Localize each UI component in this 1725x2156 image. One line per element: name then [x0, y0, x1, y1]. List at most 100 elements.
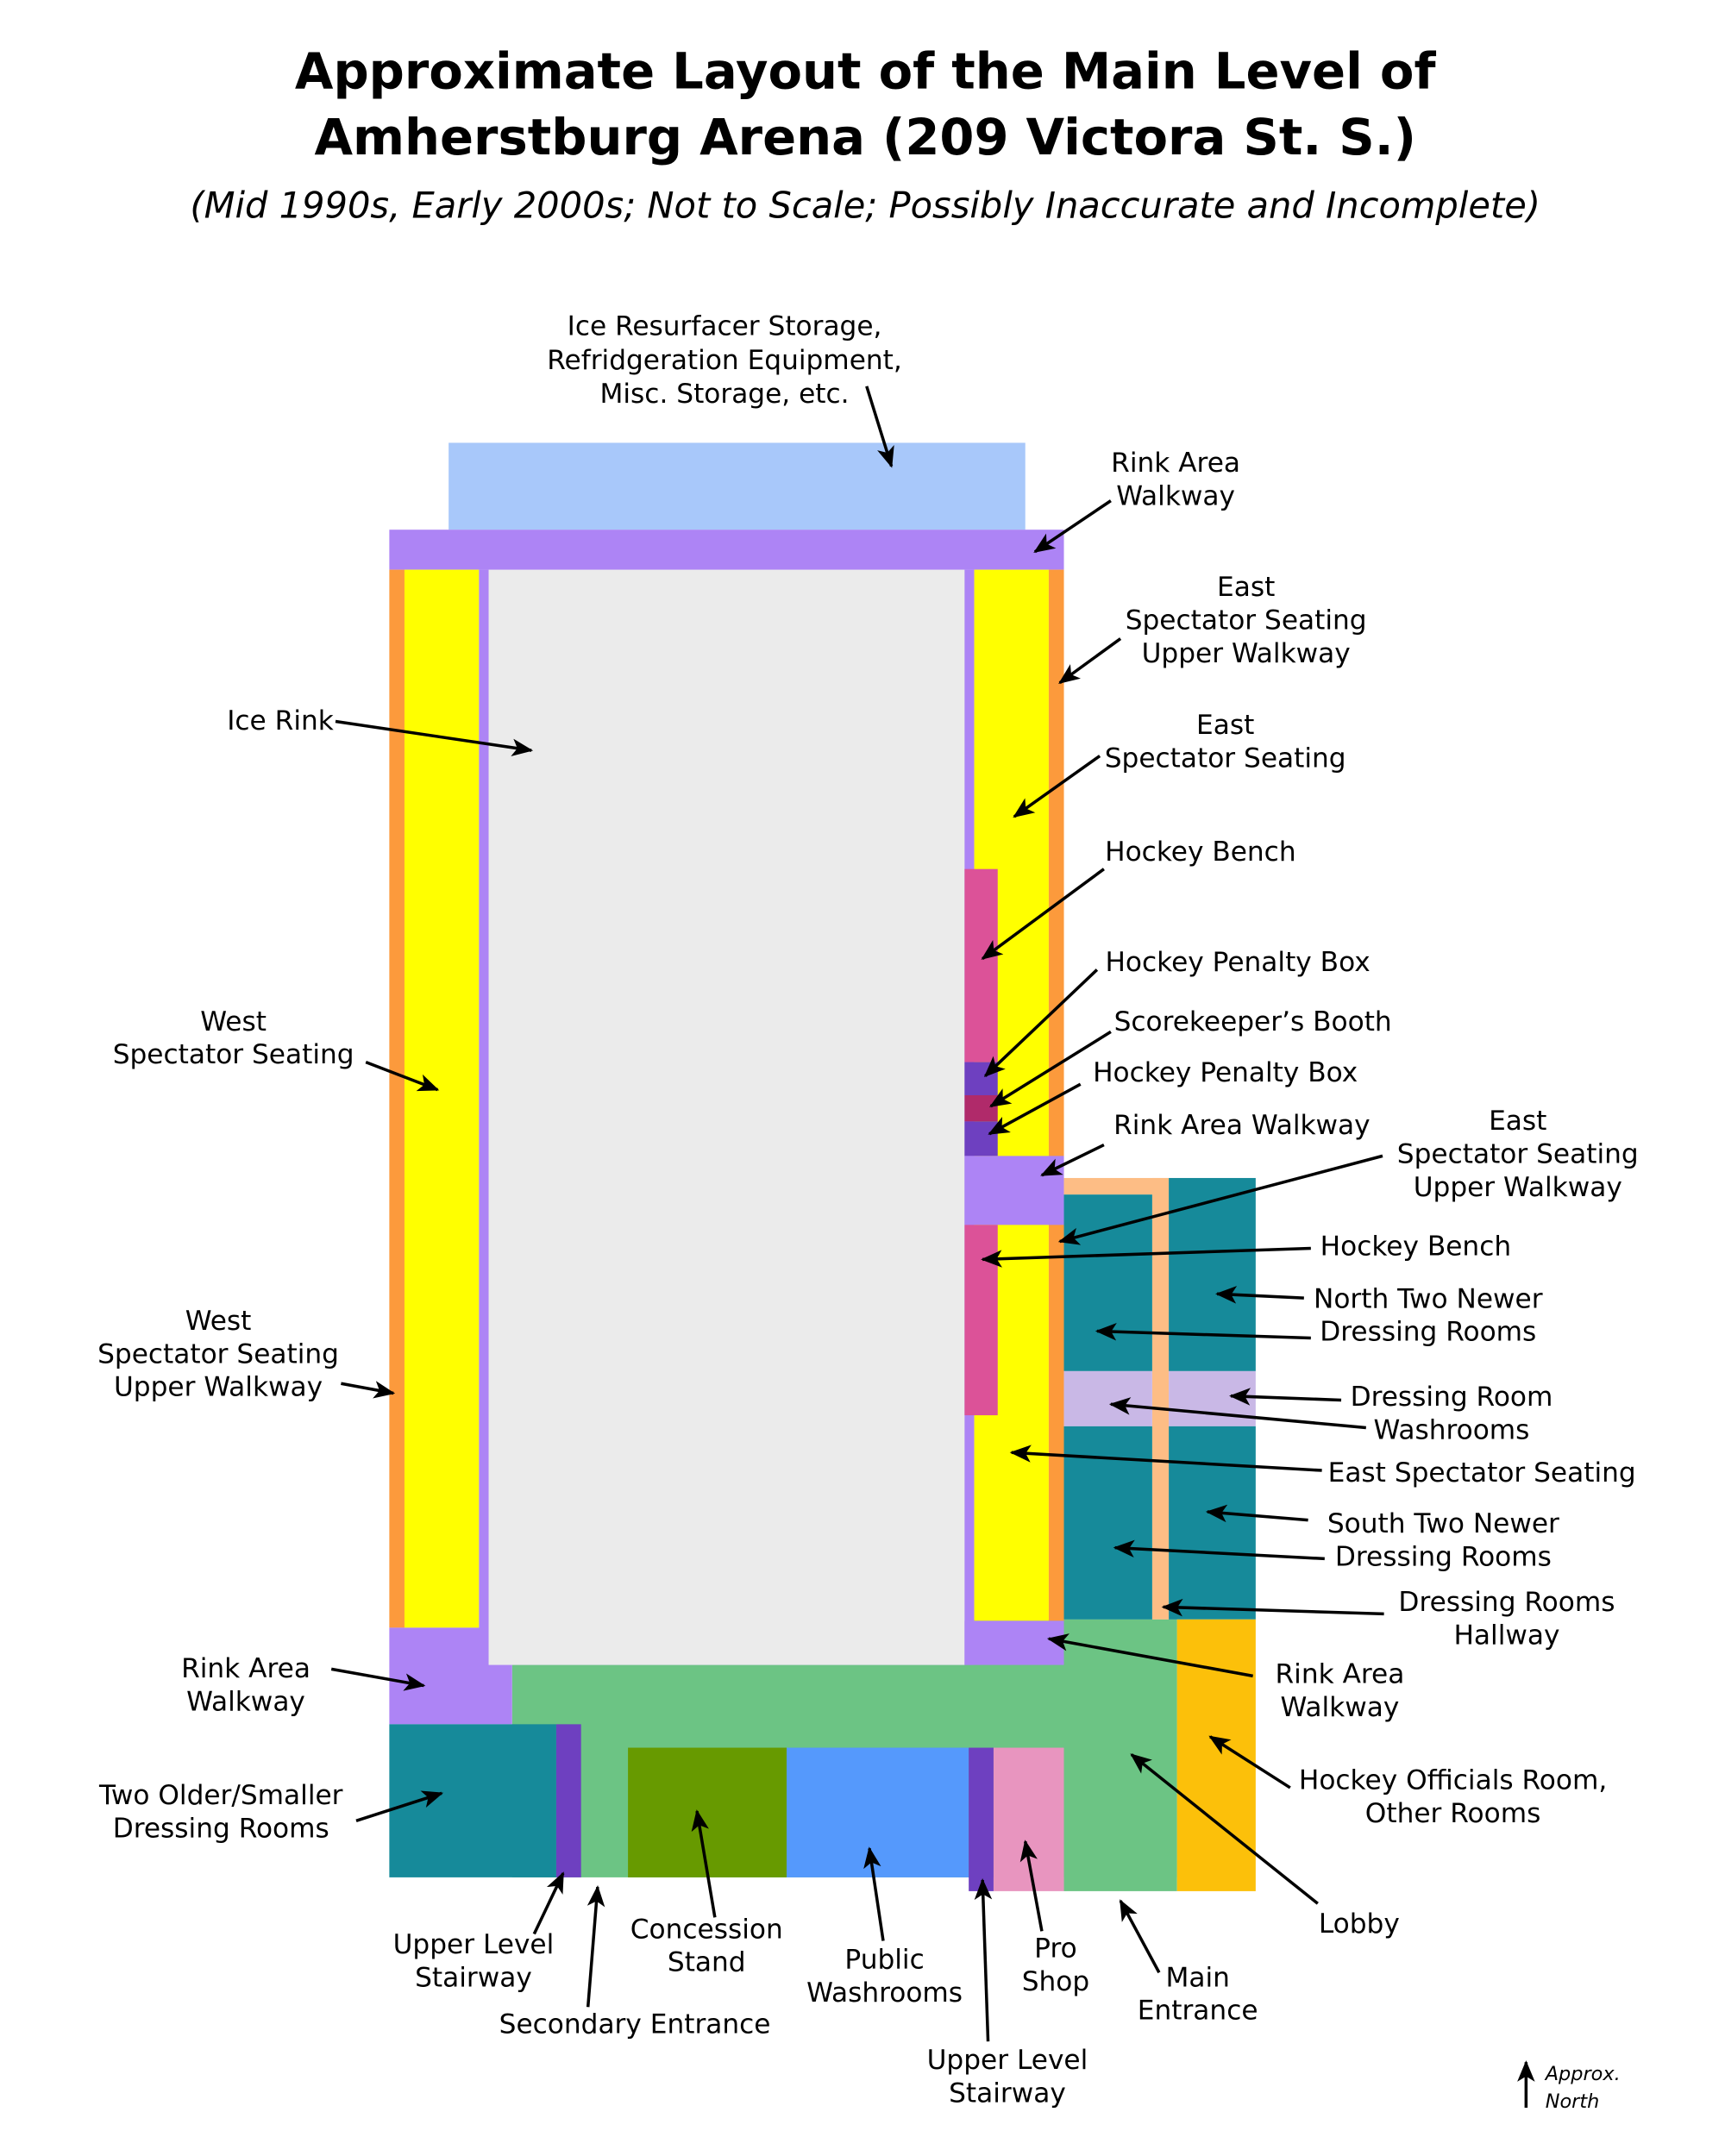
- label-line: Dressing Rooms: [1320, 1317, 1536, 1348]
- label-line: Refridgeration Equipment,: [547, 345, 902, 376]
- hockey-officials-room: [1176, 1619, 1256, 1891]
- north-label-2: North: [1546, 2090, 1600, 2113]
- callout-arrow-icon: [1215, 1286, 1304, 1304]
- south-dressing-room-east: [1169, 1426, 1256, 1620]
- subtitle: (Mid 1990s, Early 2000s; Not to Scale; P…: [190, 185, 1540, 227]
- callout-arrow-icon: [691, 1809, 717, 1918]
- label-line: East: [1489, 1106, 1546, 1137]
- callout-arrow-icon: [1113, 1539, 1325, 1561]
- callout-label: Hockey Bench: [1105, 837, 1295, 868]
- label-line: Entrance: [1138, 1996, 1258, 2027]
- label-line: Main: [1165, 1962, 1229, 1993]
- label-line: Rink Area: [1111, 448, 1240, 479]
- label-line: Spectator Seating: [1397, 1138, 1639, 1169]
- callout-arrow-icon: [1040, 1143, 1105, 1177]
- callout-arrow-icon: [981, 868, 1105, 961]
- label-line: Spectator Seating: [1126, 605, 1367, 636]
- label-line: Ice Resurfacer Storage,: [568, 311, 882, 342]
- label-line: Walkway: [1116, 480, 1235, 511]
- callout-label: Rink Area Walkway: [1113, 1110, 1371, 1141]
- callout-arrow-icon: [335, 719, 534, 756]
- floor-plan: [389, 442, 1256, 1891]
- callout-arrow-icon: [1046, 1633, 1253, 1678]
- label-line: Stairway: [949, 2078, 1066, 2109]
- label-line: Stand: [668, 1947, 746, 1978]
- callout-arrow-icon: [1161, 1598, 1384, 1617]
- hockey-bench-north: [964, 868, 998, 1062]
- label-line: Upper Walkway: [1142, 638, 1351, 669]
- label-line: Dressing Rooms: [113, 1814, 329, 1845]
- label-line: Rink Area: [181, 1653, 310, 1684]
- label-line: Rink Area Walkway: [1113, 1110, 1371, 1141]
- callout-label: East Spectator Seating: [1328, 1457, 1636, 1489]
- callout-arrow-icon: [988, 1082, 1082, 1136]
- dressing-rooms-hallway-vertical: [1151, 1177, 1170, 1620]
- callout-label: Ice Rink: [227, 705, 334, 736]
- label-line: Dressing Rooms: [1335, 1541, 1552, 1572]
- callout-label: Hockey Bench: [1320, 1232, 1511, 1263]
- west-upper-walkway: [389, 569, 405, 1628]
- label-line: North Two Newer: [1314, 1283, 1543, 1314]
- callout-label: Hockey Penalty Box: [1105, 947, 1370, 978]
- label-line: Rink Area: [1275, 1658, 1404, 1689]
- title-line-2: Amherstburg Arena (209 Victora St. S.): [314, 109, 1415, 166]
- callout-arrow-icon: [863, 1846, 885, 1941]
- callout-arrows: [330, 385, 1384, 2042]
- callout-label: Hockey Officials Room,Other Rooms: [1299, 1765, 1607, 1829]
- west-spectator-seating: [404, 569, 480, 1628]
- label-line: Dressing Rooms: [1398, 1587, 1615, 1618]
- upper-level-stairway-west: [555, 1724, 581, 1877]
- north-dressing-room-west: [1063, 1194, 1152, 1371]
- southeast-rink-walkway: [964, 1620, 1064, 1665]
- label-line: Pro: [1034, 1934, 1076, 1965]
- label-line: Upper Level: [927, 2045, 1088, 2076]
- callout-arrow-icon: [365, 1060, 440, 1092]
- callout-arrow-icon: [1057, 1154, 1383, 1245]
- callout-arrow-icon: [1119, 1899, 1161, 1974]
- label-line: East Spectator Seating: [1328, 1457, 1636, 1489]
- labels: Ice Resurfacer Storage,Refridgeration Eq…: [97, 311, 1639, 2109]
- hockey-bench-south: [964, 1225, 998, 1416]
- callout-arrow-icon: [981, 1246, 1311, 1268]
- label-line: Hockey Bench: [1105, 837, 1295, 868]
- east-rink-walkway: [964, 1156, 1064, 1225]
- label-line: West: [200, 1006, 267, 1037]
- label-line: Dressing Room: [1351, 1382, 1553, 1413]
- callout-label: Ice Resurfacer Storage,Refridgeration Eq…: [547, 311, 902, 410]
- callout-label: Hockey Penalty Box: [1093, 1057, 1358, 1088]
- callout-arrow-icon: [1108, 1397, 1366, 1430]
- callout-arrow-icon: [586, 1885, 605, 2008]
- callout-arrow-icon: [1033, 499, 1112, 554]
- label-line: Shop: [1022, 1966, 1089, 1997]
- callout-arrow-icon: [1019, 1839, 1044, 1932]
- label-line: Washrooms: [806, 1977, 963, 2009]
- label-line: Hockey Penalty Box: [1093, 1057, 1358, 1088]
- callout-arrow-icon: [1208, 1735, 1291, 1789]
- label-line: Other Rooms: [1365, 1798, 1541, 1829]
- callout-arrow-icon: [1095, 1322, 1311, 1341]
- label-line: Concession: [630, 1914, 783, 1945]
- dressing-room-washroom-west: [1063, 1370, 1152, 1426]
- callout-arrow-icon: [532, 1871, 565, 1935]
- storage-area: [448, 442, 1026, 530]
- callout-arrow-icon: [974, 1878, 993, 2042]
- label-line: Spectator Seating: [1105, 743, 1346, 774]
- callout-arrow-icon: [983, 968, 1099, 1078]
- north-rink-walkway: [389, 530, 1064, 570]
- callout-arrow-icon: [989, 1030, 1112, 1108]
- title-line-1: Approximate Layout of the Main Level of: [295, 42, 1437, 100]
- callout-arrow-icon: [355, 1790, 444, 1822]
- callout-arrow-icon: [341, 1381, 396, 1399]
- east-upper-walkway: [1048, 569, 1064, 1621]
